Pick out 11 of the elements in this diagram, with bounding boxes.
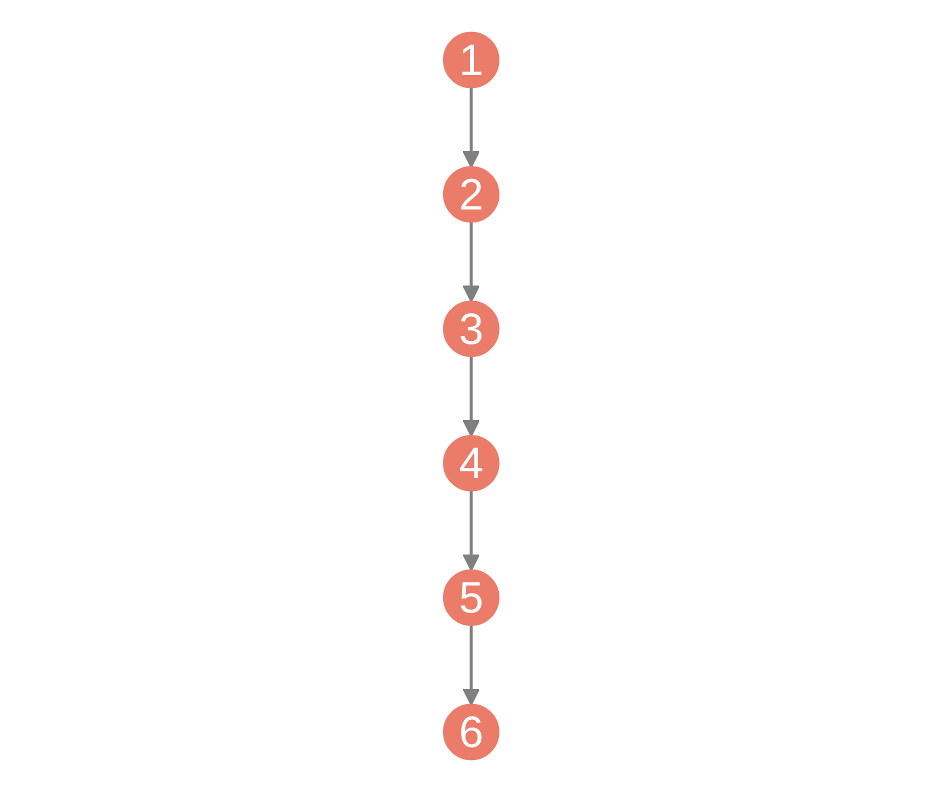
node-circle: 6	[442, 704, 500, 760]
node-circle: 5	[442, 569, 500, 626]
arrow	[462, 87, 480, 168]
arrow	[462, 624, 480, 706]
node-circle: 3	[442, 300, 500, 358]
arrow	[462, 222, 480, 302]
node-circle: 2	[442, 166, 500, 223]
node-circle: 1	[442, 32, 500, 88]
arrow	[462, 356, 480, 437]
node-circle: 4	[442, 434, 500, 492]
arrow	[462, 490, 480, 572]
